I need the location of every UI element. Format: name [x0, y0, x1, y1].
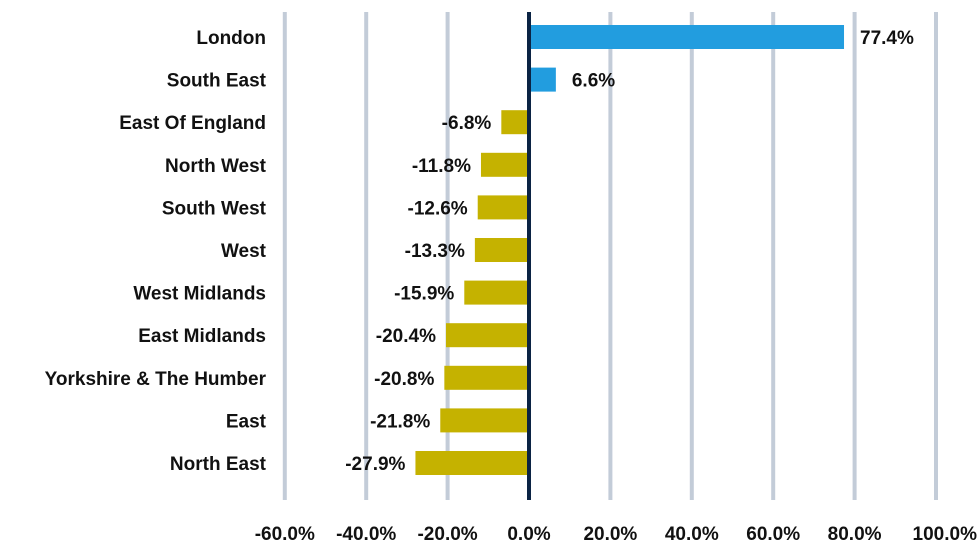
data-label-7: -20.4%: [376, 326, 436, 347]
bar-10: [415, 451, 529, 475]
bar-1: [529, 67, 556, 92]
category-label-3: North West: [165, 156, 267, 177]
data-label-5: -13.3%: [405, 241, 465, 262]
category-label-9: East: [226, 411, 267, 432]
bar-7: [445, 323, 529, 348]
x-tick-label-8: 100.0%: [913, 524, 978, 544]
category-label-6: West Midlands: [133, 284, 266, 305]
data-label-8: -20.8%: [374, 369, 434, 390]
grid-lines: [282, 12, 938, 500]
bar-8: [444, 365, 529, 390]
bar-2: [501, 110, 529, 135]
x-tick-label-5: 40.0%: [665, 524, 719, 544]
bar-6: [464, 280, 529, 305]
data-label-6: -15.9%: [394, 284, 454, 305]
data-label-4: -12.6%: [408, 198, 468, 219]
category-label-1: South East: [167, 71, 267, 92]
category-label-8: Yorkshire & The Humber: [45, 369, 267, 390]
x-tick-label-0: -60.0%: [255, 524, 315, 544]
data-labels: 77.4% 6.6% -6.8% -11.8% -12.6% -13.3% -15.9% -2…: [345, 28, 914, 475]
bar-0: [529, 25, 845, 49]
data-label-9: -21.8%: [370, 411, 430, 432]
data-label-10: -27.9%: [345, 454, 405, 475]
x-tick-label-3: 0.0%: [507, 524, 550, 544]
data-label-2: -6.8%: [442, 113, 492, 134]
data-label-0: 77.4%: [860, 28, 914, 49]
category-label-4: South West: [162, 198, 267, 219]
bar-3: [480, 152, 529, 177]
x-tick-label-6: 60.0%: [746, 524, 800, 544]
category-label-7: East Midlands: [138, 326, 266, 347]
x-tick-label-2: -20.0%: [417, 524, 477, 544]
x-tick-label-7: 80.0%: [828, 524, 882, 544]
category-label-5: West: [221, 241, 267, 262]
bar-4: [477, 195, 529, 220]
category-label-10: North East: [170, 454, 267, 475]
x-tick-label-1: -40.0%: [336, 524, 396, 544]
bar-5: [474, 238, 529, 262]
x-tick-label-4: 20.0%: [583, 524, 637, 544]
bar-9: [440, 408, 529, 433]
x-axis-tick-labels: -60.0% -40.0% -20.0% 0.0% 20.0% 40.0% 60.0% 80.…: [255, 524, 977, 544]
bars: [415, 25, 845, 475]
category-label-0: London: [196, 28, 266, 49]
category-label-2: East Of England: [119, 113, 266, 134]
data-label-3: -11.8%: [412, 156, 471, 177]
data-label-1: 6.6%: [572, 71, 615, 92]
